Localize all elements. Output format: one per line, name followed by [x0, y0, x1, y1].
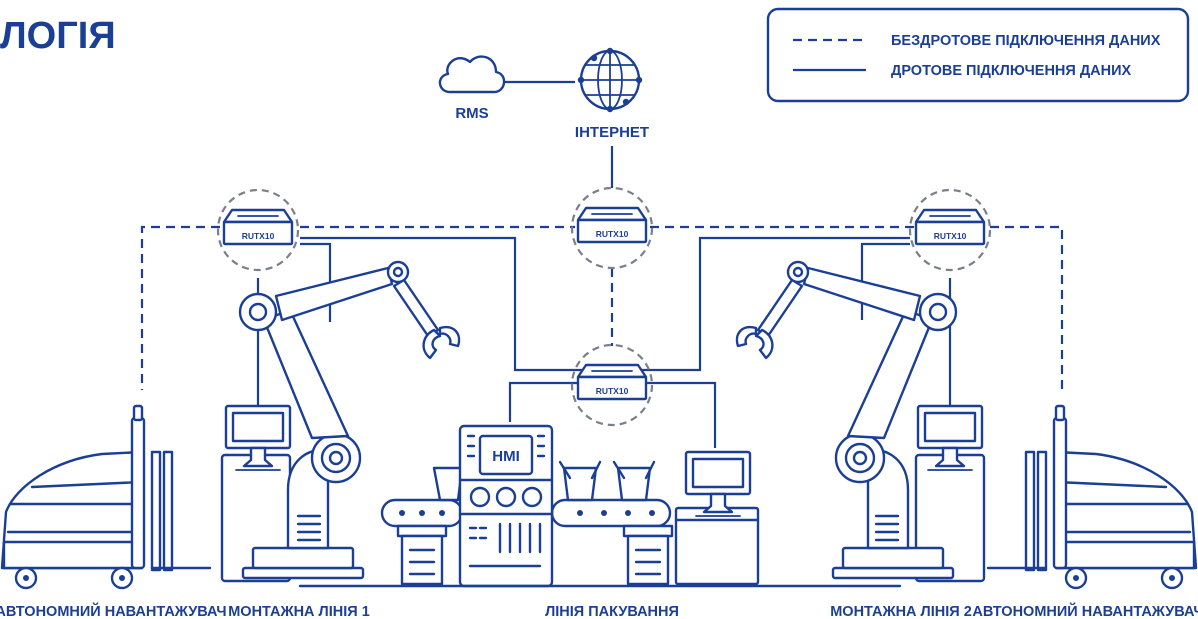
- caption-forklift-left: АВТОНОМНИЙ НАВАНТАЖУВАЧ: [0, 602, 227, 619]
- caption-assembly-1: МОНТАЖНА ЛІНІЯ 1: [228, 604, 370, 619]
- wireless-ring: [570, 186, 654, 270]
- router-label: RUTX10: [242, 231, 275, 241]
- hmi-cabinet: [458, 424, 554, 588]
- conveyor-left-icon: [380, 466, 464, 586]
- router-label: RUTX10: [934, 231, 967, 241]
- wireless-ring: [570, 343, 654, 427]
- left-router-center-line: [300, 236, 590, 372]
- captions: АВТОНОМНИЙ НАВАНТАЖУВАЧ МОНТАЖНА ЛІНІЯ 1…: [0, 602, 1198, 619]
- forklift-left-icon: [0, 404, 212, 590]
- internet-label: ІНТЕРНЕТ: [575, 124, 649, 141]
- wireless-ring: [908, 188, 992, 272]
- internet-node: ІНТЕРНЕТ: [575, 47, 649, 141]
- monitor-icon: [684, 450, 752, 518]
- router-label: RUTX10: [596, 386, 629, 396]
- packaging-line: HMI: [380, 424, 674, 588]
- router-label: RUTX10: [596, 229, 629, 239]
- globe-icon: [577, 47, 643, 113]
- cloud-label: RMS: [455, 105, 488, 122]
- center-router-pc-line: [644, 381, 717, 448]
- router-right: RUTX10: [908, 188, 992, 272]
- caption-packaging: ЛІНІЯ ПАКУВАННЯ: [545, 604, 679, 619]
- hmi-screen-icon: [478, 434, 534, 476]
- conveyor-right-icon: [550, 460, 674, 586]
- packaging-pc-desk: [674, 450, 760, 586]
- page-title: ЛОГІЯ: [0, 15, 116, 57]
- center-router-hmi-line: [508, 381, 580, 422]
- router-center: RUTX10: [570, 343, 654, 427]
- router-left: RUTX10: [216, 188, 300, 272]
- right-router-center-line: [640, 236, 910, 372]
- caption-assembly-2: МОНТАЖНА ЛІНІЯ 2: [830, 604, 972, 619]
- cloud-icon: [438, 55, 506, 94]
- caption-forklift-right: АВТОНОМНИЙ НАВАНТАЖУВАЧ: [972, 602, 1198, 619]
- wireless-right-forklift-line: [990, 225, 1064, 390]
- wireless-ring: [216, 188, 300, 272]
- legend-wired-label: ДРОТОВЕ ПІДКЛЮЧЕННЯ ДАНИХ: [891, 63, 1132, 79]
- cloud-node: RMS: [438, 55, 506, 122]
- wireless-left-forklift-line: [140, 225, 220, 390]
- hmi-label: HMI: [492, 448, 520, 465]
- legend-wireless-label: БЕЗДРОТОВЕ ПІДКЛЮЧЕННЯ ДАНИХ: [891, 33, 1161, 49]
- router-top: RUTX10: [570, 186, 654, 270]
- legend: БЕЗДРОТОВЕ ПІДКЛЮЧЕННЯ ДАНИХ ДРОТОВЕ ПІД…: [766, 7, 1190, 103]
- forklift-right-icon: [986, 404, 1198, 590]
